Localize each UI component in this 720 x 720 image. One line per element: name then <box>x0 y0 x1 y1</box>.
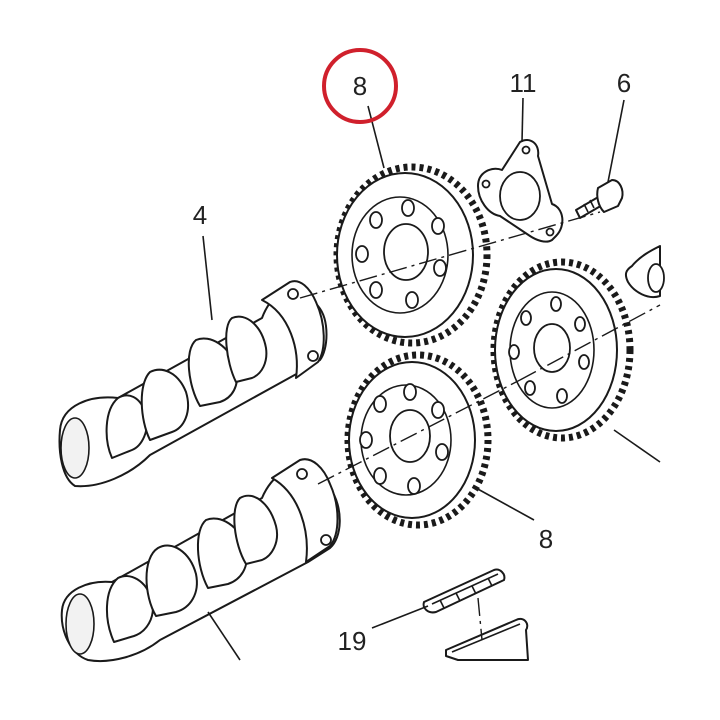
bolt[interactable] <box>575 179 624 219</box>
leader-lines <box>202 97 661 661</box>
camshaft-lower[interactable] <box>60 458 341 662</box>
label-part-8-bottom[interactable]: 8 <box>539 524 553 554</box>
label-part-8-top[interactable]: 8 <box>353 71 367 101</box>
label-part-6[interactable]: 6 <box>617 68 631 98</box>
center-axes <box>299 211 661 641</box>
label-part-4[interactable]: 4 <box>193 200 207 230</box>
highlight-circle <box>322 48 398 124</box>
gear-bottom[interactable] <box>344 351 492 529</box>
seal[interactable] <box>422 568 506 614</box>
label-part-19[interactable]: 19 <box>338 626 367 656</box>
label-part-11[interactable]: 11 <box>510 68 537 98</box>
gasket[interactable] <box>477 138 564 243</box>
lower-housing <box>445 618 529 661</box>
partial-gasket-right <box>624 245 665 298</box>
gear-top[interactable] <box>333 163 491 347</box>
gear-right[interactable] <box>490 258 634 442</box>
camshaft-upper[interactable] <box>58 280 328 488</box>
